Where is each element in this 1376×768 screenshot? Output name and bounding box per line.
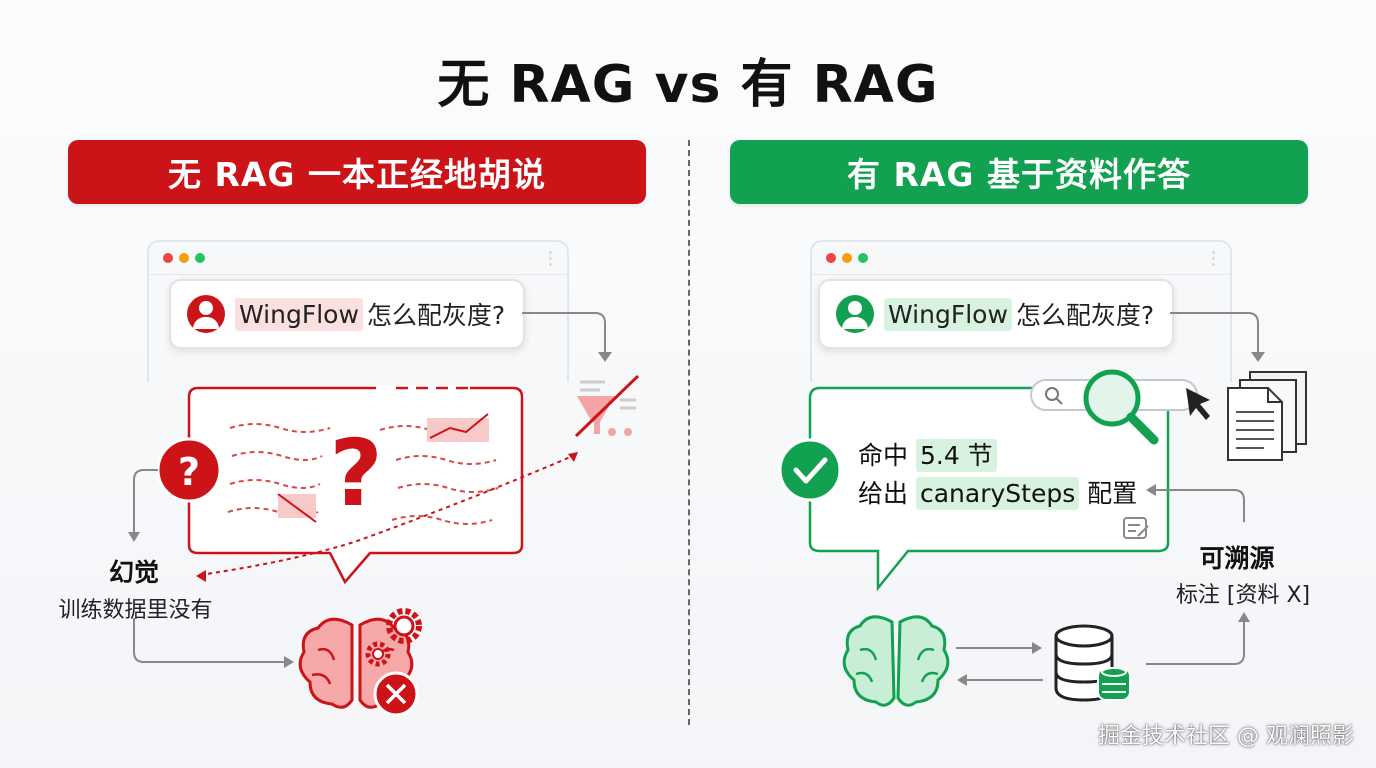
edit-icon [1123,517,1149,539]
minimize-dot [842,253,852,263]
query-product: WingFlow [235,297,363,331]
close-dot [826,253,836,263]
query-text: 怎么配灰度? [366,301,506,330]
hallucination-title: 幻觉 [108,558,159,587]
trace-title: 可溯源 [1199,544,1275,573]
documents-icon [1227,371,1307,461]
brain-icon [842,615,950,707]
check-icon [778,438,842,502]
funnel-chart-icon [574,374,640,438]
brain-gear-icon [298,608,422,709]
magnifier-icon [1083,369,1159,445]
trace-desc: 标注 [资料 X] [1175,583,1311,608]
give-line: 给出 canarySteps 配置 [858,474,1137,510]
hit-prefix: 命中 [858,441,909,470]
kebab-icon: ··· [1210,243,1216,274]
right-banner: 有 RAG 基于资料作答 [730,140,1308,204]
database-icon [1054,624,1131,702]
hit-value: 5.4 节 [915,439,997,472]
page-title: 无 RAG vs 有 RAG [437,55,939,115]
right-illustration [778,312,1307,707]
cursor-icon [1186,388,1210,420]
maximize-dot [858,253,868,263]
left-query-box: WingFlow 怎么配灰度? [169,279,525,349]
query-product: WingFlow [884,297,1012,331]
center-divider [688,140,690,725]
big-question-mark: ? [329,420,382,527]
give-value: canarySteps [915,477,1080,510]
minimize-dot [179,253,189,263]
user-icon [187,295,225,333]
search-icon [1045,387,1059,401]
hallucination-desc: 训练数据里没有 [58,598,213,623]
close-dot [163,253,173,263]
right-query-box: WingFlow 怎么配灰度? [818,279,1174,349]
user-icon [836,295,874,333]
query-text: 怎么配灰度? [1015,301,1155,330]
error-x-icon [373,671,419,717]
watermark: 掘金技术社区 @ 观澜照影 [1098,724,1354,749]
maximize-dot [195,253,205,263]
left-illustration: ? ? [128,312,640,717]
left-banner: 无 RAG 一本正经地胡说 [68,140,646,204]
give-suffix: 配置 [1087,479,1138,508]
svg-text:?: ? [178,450,200,494]
kebab-icon: ··· [547,243,553,274]
give-prefix: 给出 [858,479,909,508]
hit-line: 命中 5.4 节 [858,436,997,472]
